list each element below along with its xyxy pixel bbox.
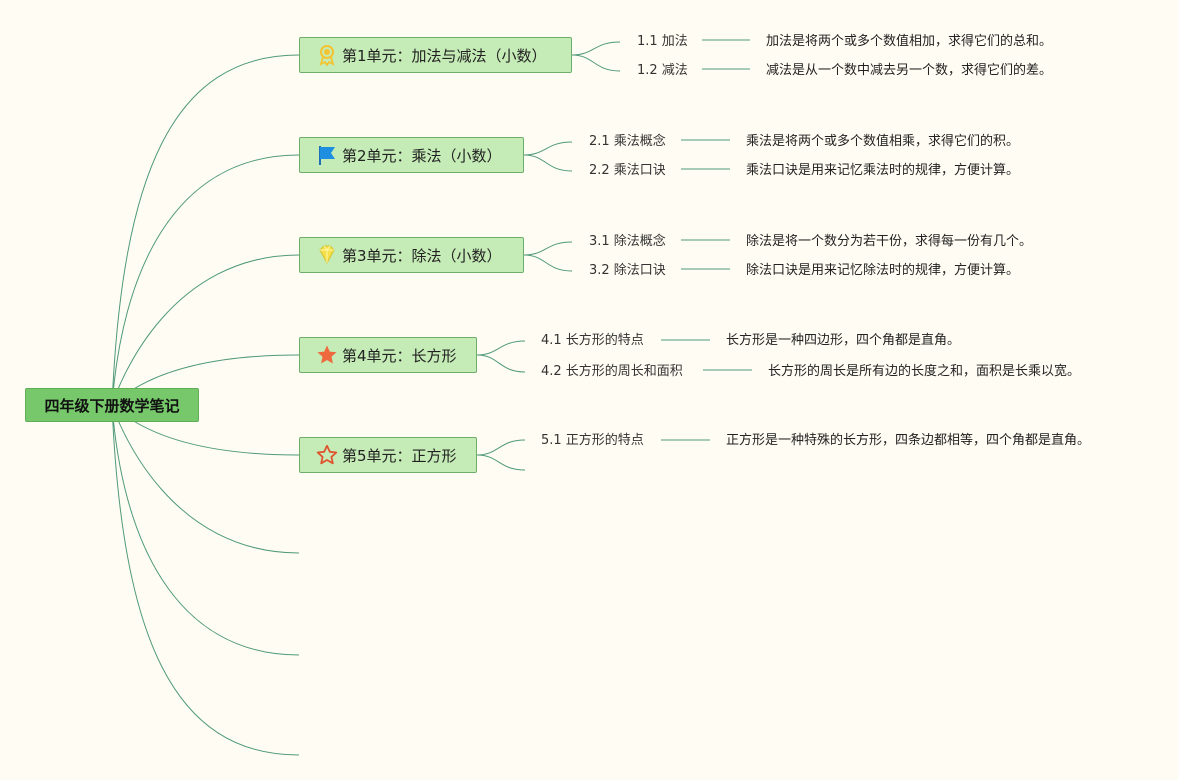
unit-label: 第1单元：加法与减法（小数） [342,46,547,65]
gem-icon [316,244,338,266]
topic-desc-4-1[interactable]: 长方形是一种四边形，四个角都是直角。 [726,333,961,348]
star-filled-icon [316,344,338,366]
unit-fork-line [523,141,573,156]
topic-desc-1-2[interactable]: 减法是从一个数中减去另一个数，求得它们的差。 [766,63,1053,78]
topic-desc-2-1[interactable]: 乘法是将两个或多个数值相乘，求得它们的积。 [746,134,1020,149]
topic-desc-5-1[interactable]: 正方形是一种特殊的长方形，四条边都相等，四个角都是直角。 [726,433,1091,448]
unit-fork-line [571,54,621,72]
topic-label-5-1[interactable]: 5.1 正方形的特点 [541,433,644,448]
topic-label-2-2[interactable]: 2.2 乘法口诀 [589,163,666,178]
root-branch-line [111,54,300,406]
unit-fork-line [476,454,526,471]
topic-desc-1-1[interactable]: 加法是将两个或多个数值相加，求得它们的总和。 [766,34,1053,49]
unit-label: 第2单元：乘法（小数） [342,146,502,165]
unit-fork-line [571,41,621,56]
topic-label-3-1[interactable]: 3.1 除法概念 [589,234,666,249]
unit-fork-line [476,340,526,356]
topic-desc-2-2[interactable]: 乘法口诀是用来记忆乘法时的规律，方便计算。 [746,163,1020,178]
topic-desc-3-2[interactable]: 除法口诀是用来记忆除法时的规律，方便计算。 [746,263,1020,278]
unit-fork-line [523,254,573,272]
unit-label: 第5单元：正方形 [342,446,457,465]
root-branch-line [131,419,300,456]
medal-icon [316,44,338,66]
topic-desc-3-1[interactable]: 除法是将一个数分为若干份，求得每一份有几个。 [746,234,1033,249]
unit-fork-line [476,354,526,373]
root-branch-line [111,404,300,756]
unit-label: 第3单元：除法（小数） [342,246,502,265]
topic-label-1-2[interactable]: 1.2 减法 [637,63,688,78]
root-branch-line [111,404,300,656]
unit-node-1[interactable]: 第1单元：加法与减法（小数） [299,37,572,73]
root-branch-line [131,354,300,391]
root-node[interactable]: 四年级下册数学笔记 [25,388,199,422]
unit-node-3[interactable]: 第3单元：除法（小数） [299,237,524,273]
unit-fork-line [523,241,573,256]
topic-label-4-2[interactable]: 4.2 长方形的周长和面积 [541,364,683,379]
topic-label-4-1[interactable]: 4.1 长方形的特点 [541,333,644,348]
topic-desc-4-2[interactable]: 长方形的周长是所有边的长度之和，面积是长乘以宽。 [768,364,1081,379]
unit-fork-line [476,439,526,456]
flag-icon [316,144,338,166]
root-branch-line [111,254,300,406]
topic-label-3-2[interactable]: 3.2 除法口诀 [589,263,666,278]
root-branch-line [111,154,300,406]
root-branch-line [111,404,300,554]
topic-label-1-1[interactable]: 1.1 加法 [637,34,688,49]
topic-label-2-1[interactable]: 2.1 乘法概念 [589,134,666,149]
unit-fork-line [523,154,573,172]
unit-node-4[interactable]: 第4单元：长方形 [299,337,477,373]
unit-node-2[interactable]: 第2单元：乘法（小数） [299,137,524,173]
unit-label: 第4单元：长方形 [342,346,457,365]
star-outline-icon [316,444,338,466]
unit-node-5[interactable]: 第5单元：正方形 [299,437,477,473]
